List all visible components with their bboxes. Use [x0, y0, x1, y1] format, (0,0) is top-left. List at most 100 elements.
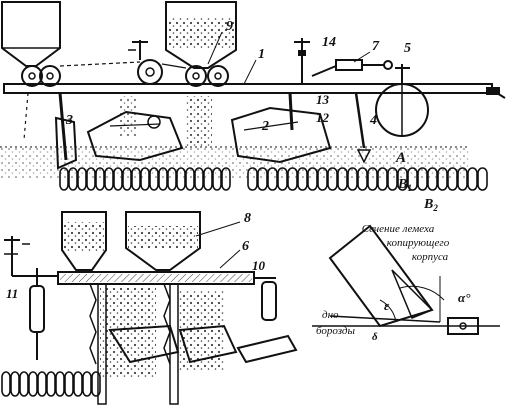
- soil-slice: [367, 167, 378, 191]
- soil-slice: [417, 167, 428, 191]
- soil-slice: [59, 167, 69, 191]
- soil-slice: [82, 371, 92, 397]
- seed-tube: [163, 283, 171, 365]
- hydraulic-cylinder-icon: [311, 59, 393, 77]
- soil-slice: [185, 167, 195, 191]
- callout-7: 7: [372, 39, 380, 54]
- soil-slice: [427, 167, 438, 191]
- furrow-slices: [59, 167, 231, 191]
- soil-slice: [46, 371, 56, 397]
- furrow-label-line2: борозды: [316, 325, 355, 337]
- hydraulic-cylinder-icon: [29, 268, 45, 360]
- section-caption-line3: корпуса: [412, 251, 449, 263]
- angle-arc: [379, 299, 397, 323]
- soil-slice: [397, 167, 408, 191]
- soil-slice: [1, 371, 11, 397]
- soil-slice: [477, 167, 488, 191]
- soil-slice: [347, 167, 358, 191]
- sprocket-icon: [137, 59, 163, 85]
- callout-5: 5: [404, 41, 411, 56]
- callout-3: 3: [65, 113, 73, 128]
- point-b2: B2: [423, 197, 438, 213]
- soil-slice: [447, 167, 458, 191]
- support-post: [97, 283, 107, 405]
- drive-chain: [59, 61, 141, 67]
- plough-body: [54, 92, 78, 170]
- angle-arc: [399, 285, 445, 301]
- callout-8: 8: [244, 211, 251, 226]
- seed-flow: [100, 288, 156, 378]
- soil-slice: [387, 167, 398, 191]
- soil-slice: [357, 167, 368, 191]
- hopper-icon: [1, 1, 61, 67]
- plough-body: [86, 110, 184, 162]
- soil-slice: [95, 167, 105, 191]
- seed-tube: [89, 283, 97, 365]
- angle-alpha: α°: [458, 290, 471, 305]
- callout-13: 13: [316, 92, 330, 107]
- plough-body: [230, 106, 332, 164]
- screw-icon: [294, 38, 310, 84]
- point-b1: B1: [397, 177, 412, 193]
- colter: [354, 92, 372, 164]
- soil-slice: [457, 167, 468, 191]
- soil-slice: [37, 371, 47, 397]
- soil-slice: [467, 167, 478, 191]
- furrow-label-line1: дно: [322, 309, 339, 321]
- soil-slice: [91, 371, 101, 397]
- furrow-slices: [1, 371, 101, 397]
- share-profile: [328, 224, 434, 328]
- callout-10: 10: [252, 258, 266, 273]
- section-caption-line2: копирующего: [387, 237, 450, 249]
- soil-slice: [176, 167, 186, 191]
- side-view: 9 14 7 5 1 13 12 2 3 4 A B1 B2: [0, 1, 506, 213]
- soil-slice: [73, 371, 83, 397]
- soil-slice: [194, 167, 204, 191]
- seed-stream: [186, 96, 212, 146]
- soil-slice: [327, 167, 338, 191]
- cross-view: 8 6 10 11: [1, 211, 298, 405]
- soil-slice: [377, 167, 388, 191]
- soil-slice: [203, 167, 213, 191]
- share-section: [178, 324, 238, 364]
- callout-9: 9: [226, 19, 233, 34]
- share-section: [108, 324, 180, 364]
- soil-slice: [437, 167, 448, 191]
- soil-slice: [131, 167, 141, 191]
- soil-slice: [247, 167, 258, 191]
- soil-slice: [86, 167, 96, 191]
- wheel-icon: [375, 83, 429, 137]
- soil-slice: [28, 371, 38, 397]
- screw-icon: [395, 64, 410, 84]
- soil-slice: [337, 167, 348, 191]
- soil-slice: [10, 371, 20, 397]
- soil-slice: [317, 167, 328, 191]
- callout-6: 6: [242, 239, 249, 254]
- hopper-icon: [125, 211, 201, 271]
- soil-slice: [267, 167, 278, 191]
- soil-slice: [287, 167, 298, 191]
- soil-slice: [297, 167, 308, 191]
- seed-stream: [23, 92, 29, 141]
- soil-slice: [77, 167, 87, 191]
- soil-slice: [104, 167, 114, 191]
- angle-delta: δ: [372, 331, 378, 343]
- callout-4: 4: [369, 113, 377, 128]
- share-section-view: Сечение лемеха копирующего корпуса α° ε …: [312, 223, 500, 343]
- soil-slice: [140, 167, 150, 191]
- furrow-slices: [247, 167, 488, 191]
- support-post: [169, 283, 179, 405]
- soil-slice: [122, 167, 132, 191]
- hopper-icon: [165, 1, 237, 69]
- hydraulic-cylinder-icon: [254, 277, 277, 321]
- stanchion: [288, 92, 294, 131]
- soil-slice: [19, 371, 29, 397]
- callout-14: 14: [322, 35, 336, 50]
- screw-icon: [4, 236, 30, 276]
- sprocket-icon: [185, 65, 229, 87]
- section-caption-line1: Сечение лемеха: [362, 223, 435, 235]
- soil-slice: [64, 371, 74, 397]
- soil-slice: [212, 167, 222, 191]
